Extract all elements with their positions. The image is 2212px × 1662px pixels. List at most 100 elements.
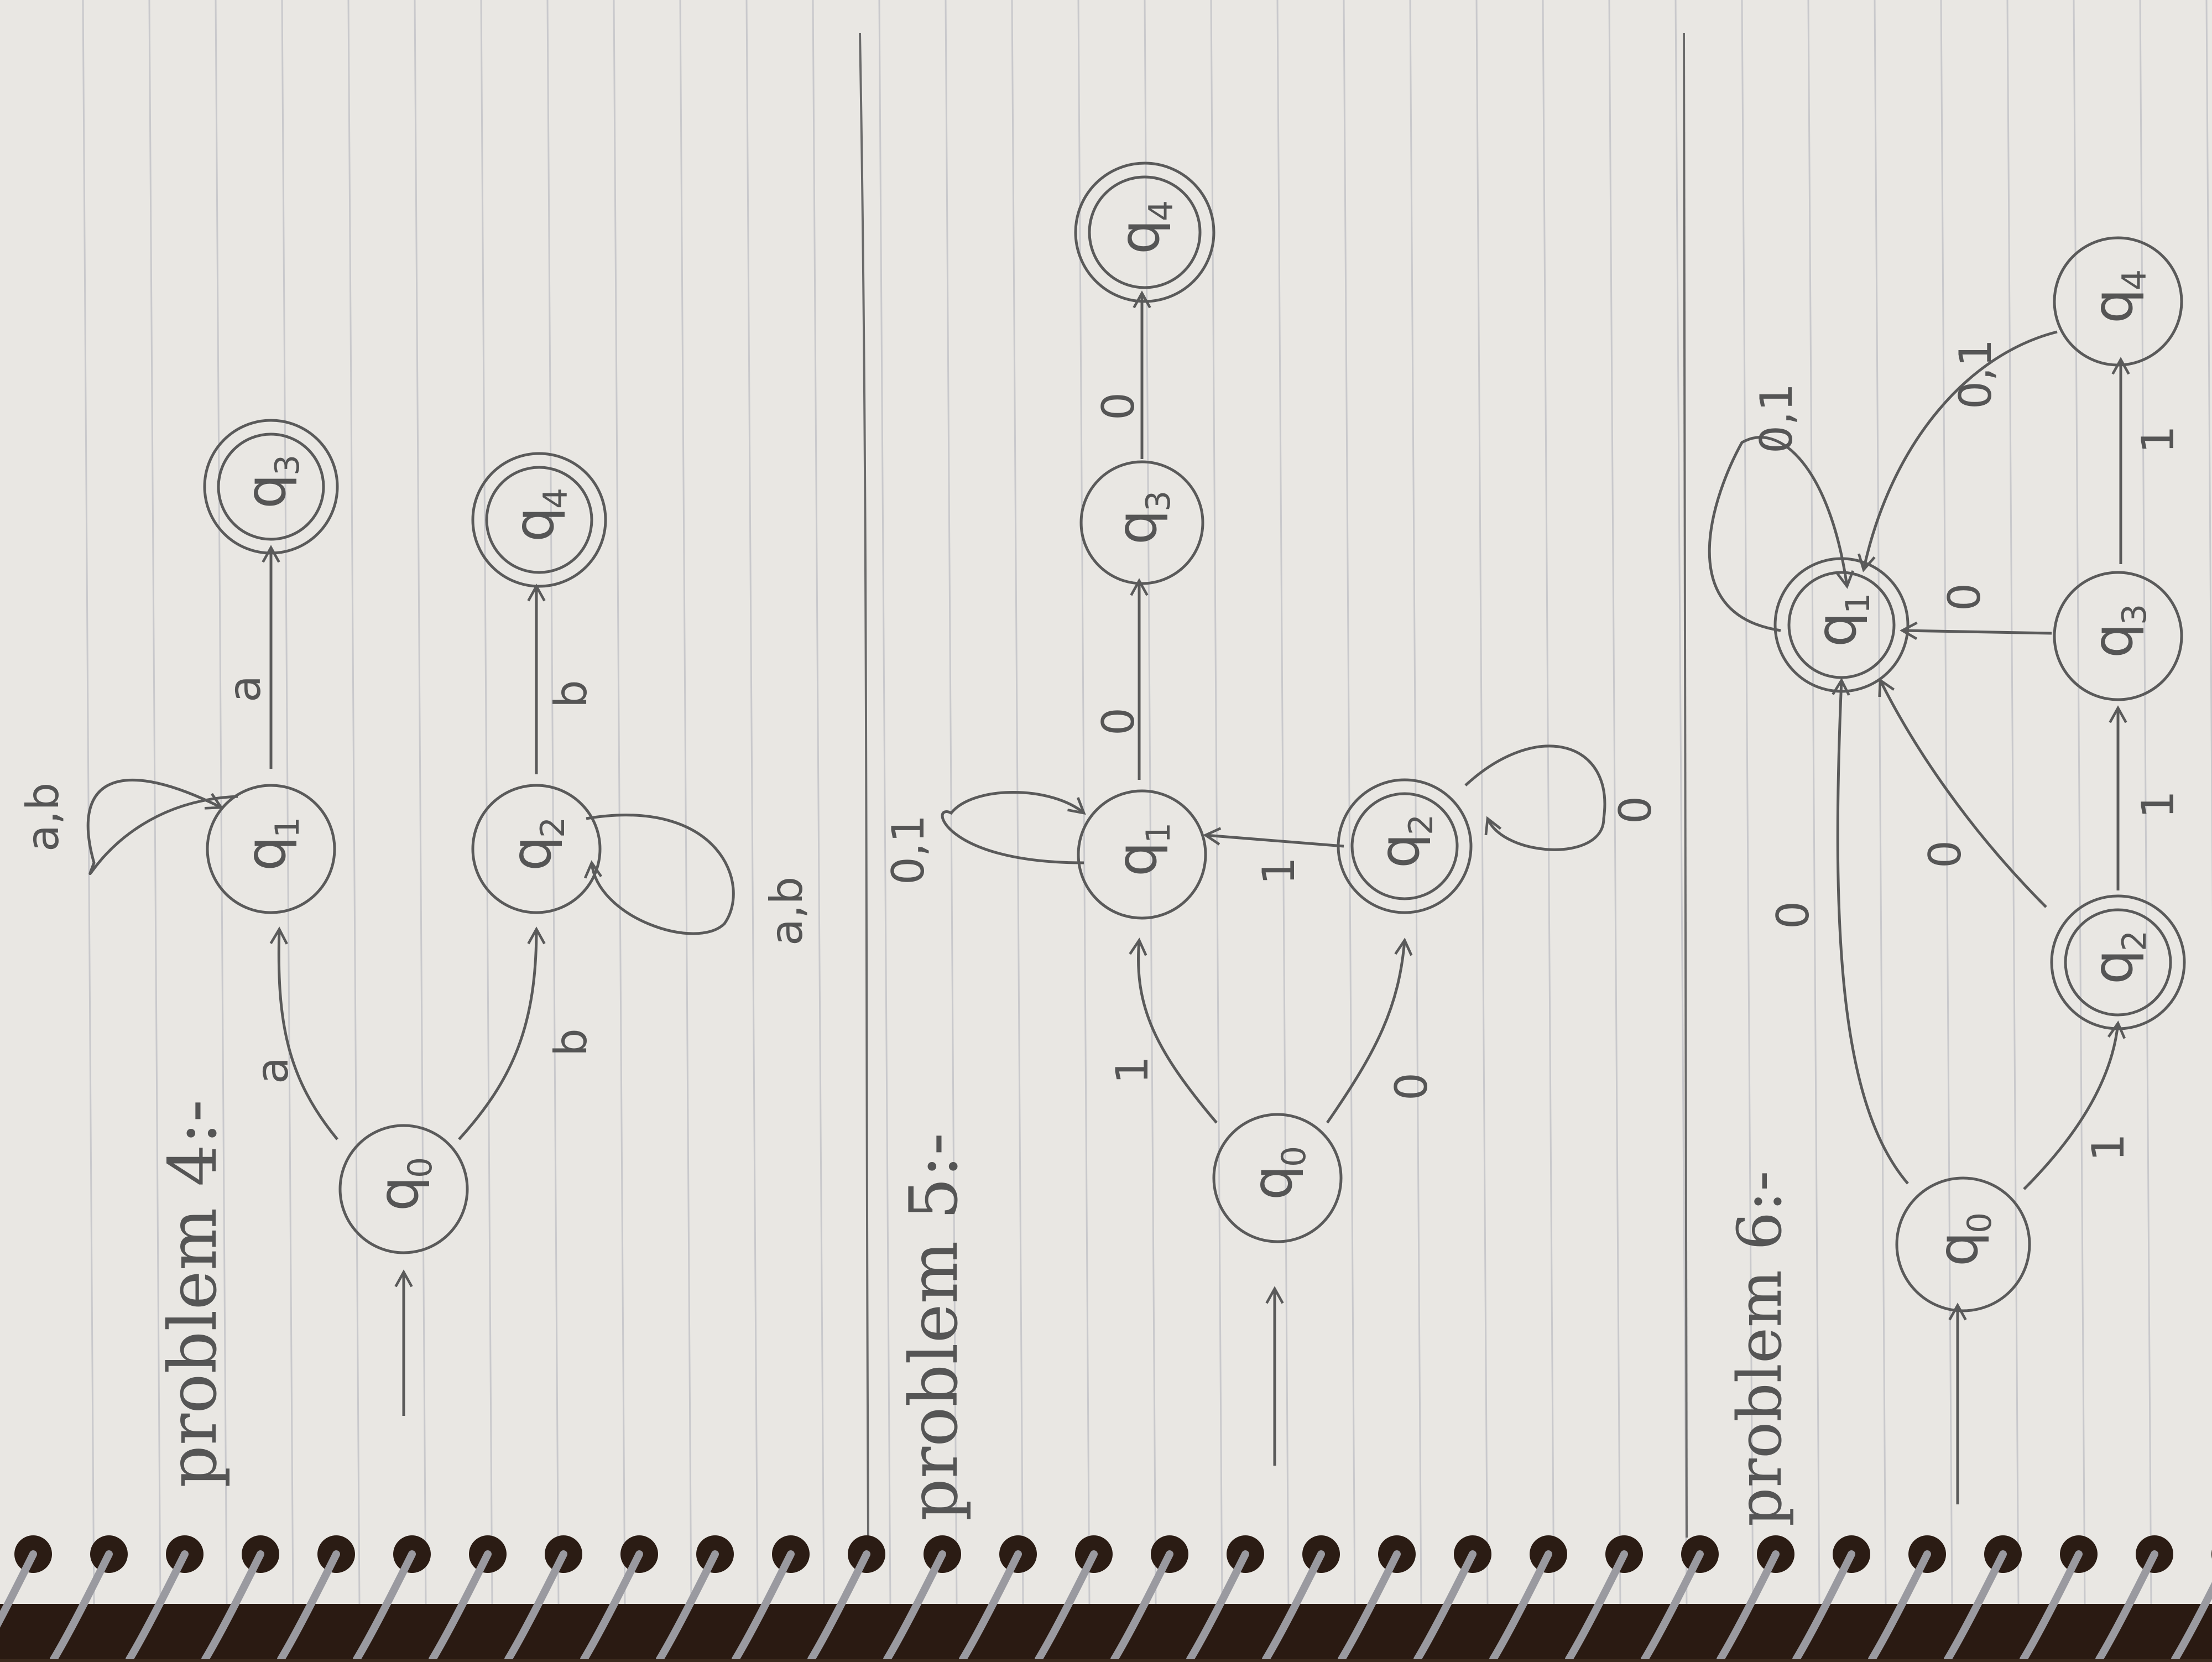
svg-text:0: 0 — [1275, 1146, 1313, 1167]
svg-text:0: 0 — [401, 1157, 440, 1178]
p5-state-q0: q 0 — [1212, 1113, 1343, 1243]
ruled-line — [1741, 0, 1754, 1604]
ruled-line — [945, 0, 958, 1604]
ruled-lines — [82, 0, 2212, 1604]
ruled-line — [1608, 0, 1621, 1604]
problem-6-section: problem 6:- 0 1 0 1 0 1 0,1 0,1 q 0 q 1 — [1708, 236, 2186, 1526]
p5-edge-q3-q4-label: 0 — [1093, 392, 1144, 420]
p5-state-q2: q 2 — [1337, 778, 1473, 914]
svg-text:q: q — [233, 836, 298, 871]
ruled-line — [1409, 0, 1422, 1604]
p4-edge-q0-q2-label: b — [545, 1028, 597, 1056]
p6-edge-q0-q2 — [2023, 1020, 2126, 1190]
ruled-line — [1807, 0, 1820, 1604]
ruled-line — [1144, 0, 1157, 1604]
p5-edge-q0-q2-label: 0 — [1386, 1072, 1437, 1101]
p4-edge-q2-q2-label: a,b — [761, 877, 812, 946]
spiral-ring — [1262, 1550, 1325, 1662]
p6-edge-q3-q1-label: 0 — [1939, 583, 1990, 611]
spiral-ring — [126, 1550, 189, 1662]
svg-text:q: q — [233, 474, 298, 509]
ruled-line — [2073, 0, 2086, 1604]
ruled-line — [546, 0, 560, 1604]
svg-text:q: q — [366, 1176, 431, 1211]
svg-text:4: 4 — [2115, 269, 2154, 290]
spiral-ring — [504, 1550, 567, 1662]
svg-text:1: 1 — [1839, 593, 1877, 614]
ruled-line — [281, 0, 294, 1604]
p4-state-q1: q 1 — [206, 784, 336, 914]
ruled-line — [148, 0, 161, 1604]
p5-state-q3: q 3 — [1079, 460, 1204, 585]
spiral-ring — [1186, 1550, 1249, 1662]
spiral-ring — [1868, 1550, 1931, 1662]
svg-text:3: 3 — [268, 455, 307, 476]
p5-edge-q2-q1 — [1203, 827, 1344, 848]
p4-state-q4: q 4 — [471, 452, 607, 588]
spiral-ring — [1565, 1550, 1628, 1662]
ruled-line — [414, 0, 427, 1604]
section-dividers — [859, 33, 1688, 1538]
p5-state-q4: q 4 — [1074, 161, 1215, 303]
p6-edge-q1-q1-loop — [1708, 436, 1854, 632]
spiral-ring — [732, 1550, 795, 1662]
p6-edge-q2-q1-label: 0 — [1919, 840, 1971, 868]
spiral-ring — [580, 1550, 643, 1662]
svg-text:q: q — [499, 836, 564, 871]
p6-state-q1: q 1 — [1773, 557, 1910, 693]
p5-edge-q0-q2 — [1326, 937, 1413, 1124]
p5-edge-q2-q2-loop — [1464, 744, 1606, 851]
svg-text:2: 2 — [1402, 814, 1441, 835]
p6-edge-q0-q2-label: 1 — [2083, 1133, 2134, 1161]
p6-edge-q0-q1 — [1832, 678, 1909, 1185]
problem-4-title: problem 4:- — [155, 1100, 232, 1488]
spiral-ring — [1792, 1550, 1855, 1662]
p6-state-q3: q 3 — [2053, 571, 2183, 701]
spiral-ring — [2171, 1582, 2212, 1662]
svg-text:q: q — [1240, 1165, 1305, 1200]
p5-edge-q1-q1-label: 0,1 — [883, 815, 934, 885]
spiral-ring — [1413, 1550, 1477, 1662]
p4-state-q3: q 3 — [203, 419, 339, 555]
p4-edge-q1-q3-label: a — [219, 675, 270, 702]
p6-state-q4: q 4 — [2053, 236, 2183, 367]
p6-edge-q3-q1 — [1900, 621, 2052, 640]
spiral-ring — [201, 1550, 264, 1662]
ruled-line — [1674, 0, 1688, 1604]
p4-state-q2: q 2 — [471, 784, 602, 914]
ruled-line — [2139, 0, 2152, 1604]
p6-edge-q3-q4-label: 1 — [2132, 425, 2184, 454]
p4-edge-q0-q2 — [458, 926, 546, 1140]
p4-edge-q2-q4-label: b — [545, 680, 597, 708]
ruled-line — [1011, 0, 1024, 1604]
svg-text:q: q — [1107, 220, 1172, 254]
ruled-line — [1940, 0, 1953, 1604]
p6-edge-q2-q1 — [1878, 678, 2047, 908]
svg-text:1: 1 — [1139, 822, 1178, 843]
ruled-line — [347, 0, 361, 1604]
spiral-binding — [0, 1535, 2212, 1662]
problem-4-section: problem 4:- a b a,b a a,b b q 0 q 1 q 2 — [17, 419, 812, 1488]
spiral-ring — [429, 1550, 492, 1662]
p5-state-q1: q 1 — [1077, 789, 1207, 920]
spiral-ring — [0, 1550, 37, 1628]
spiral-ring — [1717, 1550, 1780, 1662]
ruled-line — [2205, 0, 2212, 923]
svg-text:q: q — [1367, 833, 1432, 868]
spiral-ring — [1110, 1550, 1173, 1662]
spiral-ring — [277, 1550, 340, 1662]
p6-edge-q4-q1-label: 0,1 — [1950, 339, 2001, 409]
p6-state-q2: q 2 — [2050, 894, 2186, 1030]
spiral-ring — [1641, 1550, 1704, 1662]
ruled-line — [82, 0, 95, 1604]
problem-5-section: problem 5:- 1 0 0,1 1 0 0 0 q 0 q 1 q 2 — [883, 161, 1661, 1521]
ruled-line — [878, 0, 891, 1604]
p4-edge-q0-q1 — [269, 926, 338, 1140]
ruled-line — [1874, 0, 1887, 1604]
ruled-line — [1343, 0, 1356, 1604]
spiral-ring — [883, 1550, 946, 1662]
spiral-ring — [353, 1550, 416, 1662]
p4-edge-q1-q1-label: a,b — [17, 783, 69, 852]
